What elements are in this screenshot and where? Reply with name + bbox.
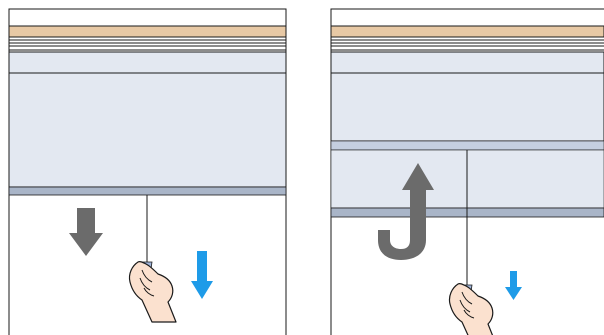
roller-housing — [330, 51, 604, 74]
hand-pulling-cord-icon — [128, 261, 177, 323]
arrow-down-icon — [69, 208, 103, 256]
valance — [330, 25, 604, 38]
valance — [8, 25, 287, 38]
roller-housing — [8, 51, 287, 74]
arrow-down-icon — [191, 251, 213, 299]
hand-pulling-cord-icon — [448, 283, 497, 335]
shade-fabric — [8, 72, 287, 188]
panel-left — [8, 8, 287, 335]
panel-right — [330, 8, 604, 335]
shade-bottom-rail — [8, 186, 287, 196]
shade-band — [330, 140, 604, 151]
window-frame — [330, 8, 604, 335]
shade-fabric — [330, 72, 604, 142]
arrow-down-icon — [505, 271, 522, 300]
arrow-up-return-icon — [378, 163, 434, 260]
